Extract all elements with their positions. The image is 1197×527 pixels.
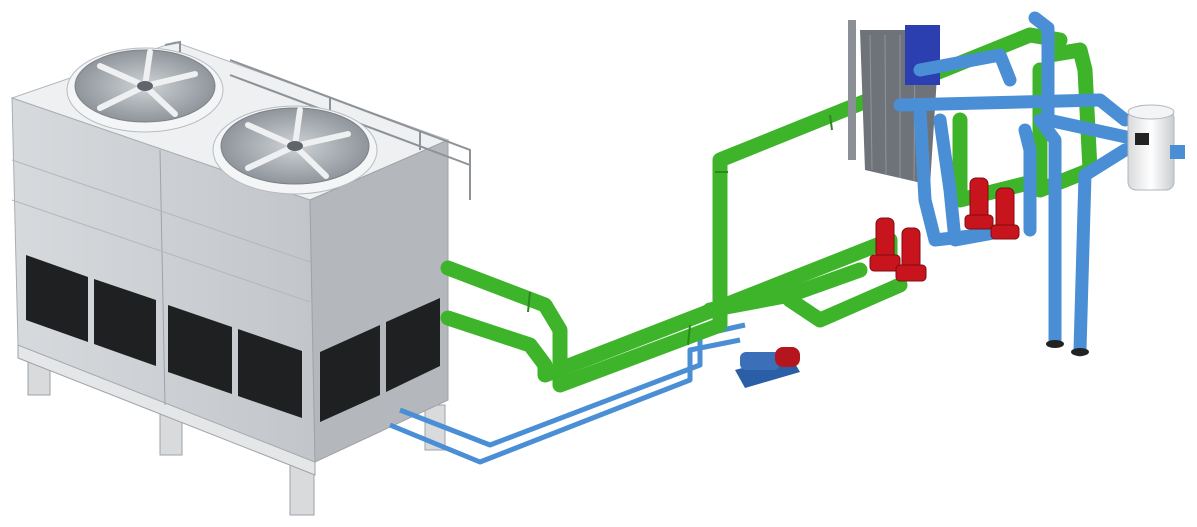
- fan-icon: [212, 105, 378, 195]
- green-pipes: [440, 27, 1098, 393]
- louvers: [26, 255, 440, 422]
- blue-pipes-large: [893, 11, 1147, 357]
- pumps-red: [869, 177, 1020, 282]
- fan-icon: [66, 47, 224, 133]
- cooling-tower: [10, 40, 471, 463]
- pump: [735, 347, 800, 388]
- expansion-tank: [1127, 104, 1185, 191]
